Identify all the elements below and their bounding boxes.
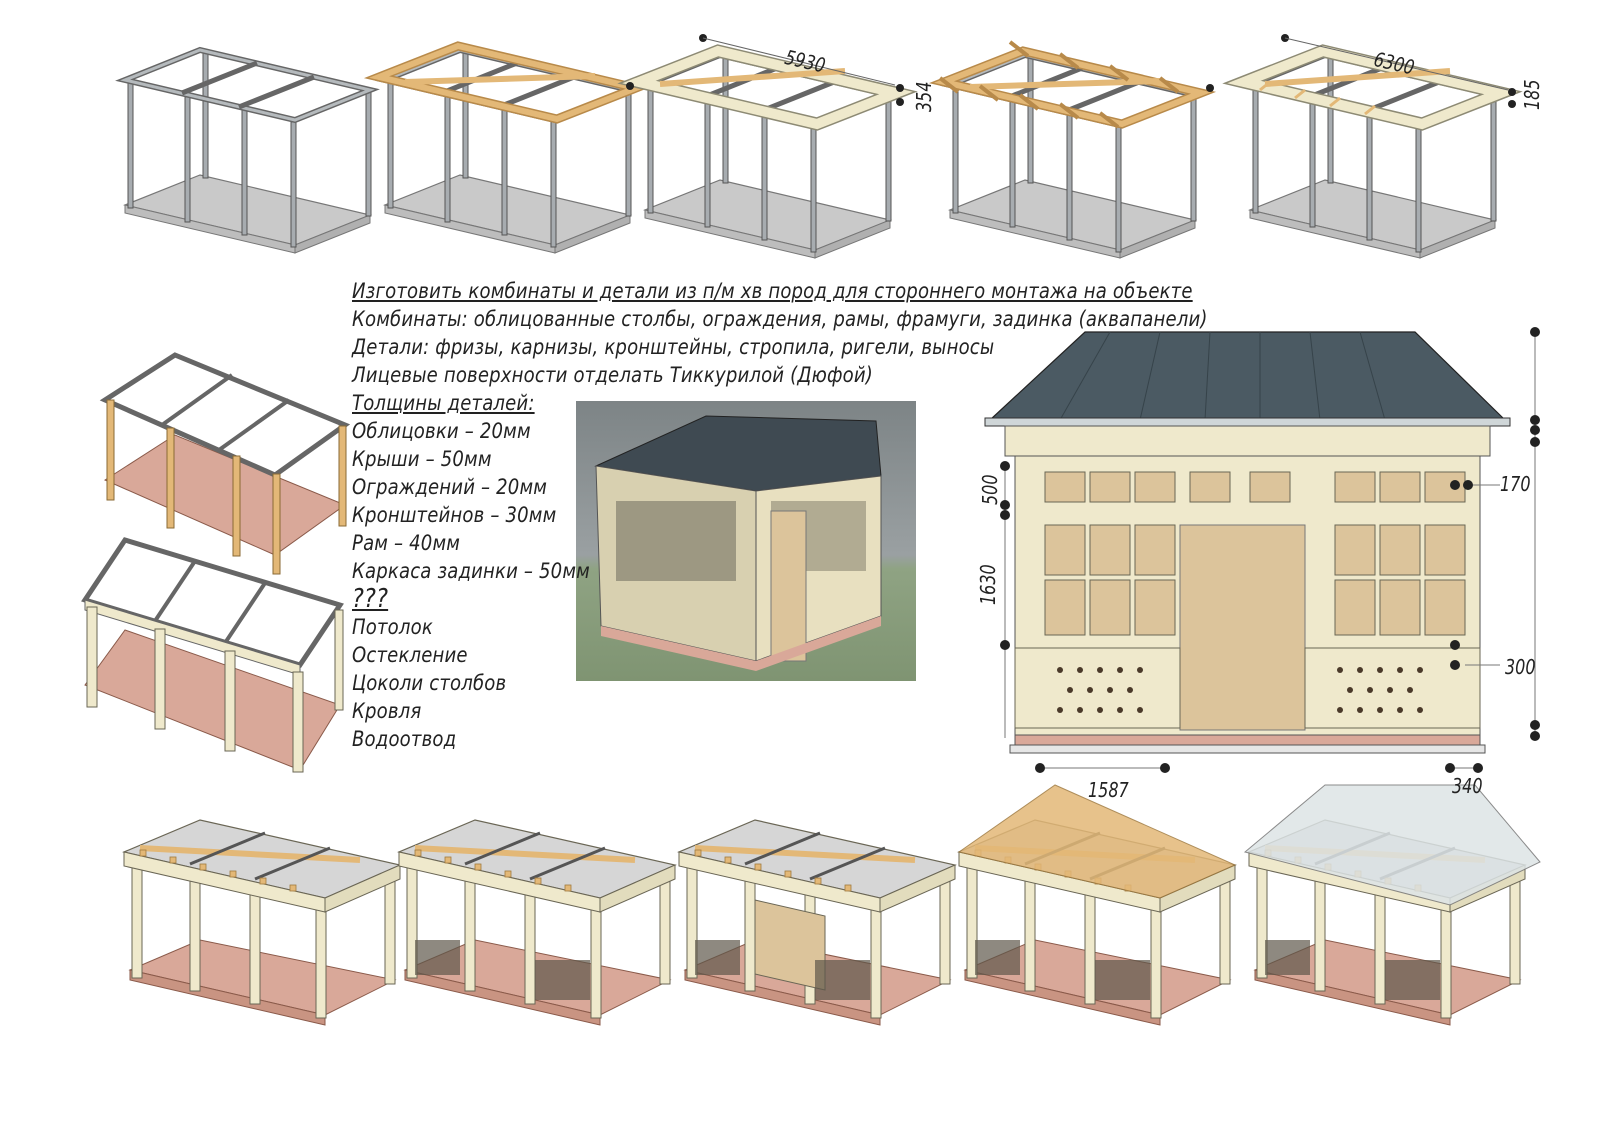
open-item: Остекление xyxy=(352,643,468,667)
dim-right-170: 170 xyxy=(1500,472,1531,496)
question-marks: ??? xyxy=(352,584,389,614)
dim-rail-300: 300 xyxy=(1505,655,1536,679)
open-item: Цоколи столбов xyxy=(352,671,507,695)
open-item: Потолок xyxy=(352,615,433,639)
open-item: Кровля xyxy=(352,699,422,723)
pavilion-step-3 xyxy=(679,820,955,1025)
thickness-item: Кронштейнов – 30мм xyxy=(352,503,557,527)
left-pavilion-b xyxy=(81,537,344,773)
pavilion-step-1 xyxy=(124,820,400,1025)
front-elevation xyxy=(984,327,1540,773)
thickness-item: Крыши – 50мм xyxy=(352,447,492,471)
dim-top-height-1: 354 xyxy=(912,81,936,112)
thickness-title: Толщины деталей: xyxy=(352,391,535,415)
dim-bottom-1587: 1587 xyxy=(1088,778,1129,802)
pavilion-step-5 xyxy=(1243,784,1541,1025)
frame-step-1 xyxy=(125,50,371,253)
pavilion-step-4 xyxy=(959,784,1235,1025)
frame-step-4 xyxy=(938,40,1201,258)
notes-heading: Изготовить комбинаты и детали из п/м хв … xyxy=(352,279,1193,303)
thickness-item: Каркаса задинки – 50мм xyxy=(352,559,590,583)
frame-step-3 xyxy=(626,34,904,258)
dim-top-height-2: 185 xyxy=(1520,79,1544,110)
thickness-item: Облицовки – 20мм xyxy=(352,419,531,443)
left-pavilion-a xyxy=(99,352,351,575)
open-item: Водоотвод xyxy=(352,727,457,751)
pavilion-step-2 xyxy=(399,820,675,1025)
dim-frieze-height: 500 xyxy=(978,474,1002,505)
frame-step-5 xyxy=(1206,34,1516,258)
notes-combinats: Комбинаты: облицованные столбы, огражден… xyxy=(352,307,1208,331)
notes-details: Детали: фризы, карнизы, кронштейны, стро… xyxy=(352,335,995,359)
dim-bottom-340: 340 xyxy=(1452,774,1483,798)
frame-step-2 xyxy=(379,46,636,253)
dim-window-height: 1630 xyxy=(976,564,1000,605)
thickness-item: Ограждений – 20мм xyxy=(352,475,548,499)
thickness-item: Рам – 40мм xyxy=(352,531,461,555)
render-preview xyxy=(576,401,916,681)
notes-finish: Лицевые поверхности отделать Тиккурилой … xyxy=(352,363,873,387)
notes-block: Изготовить комбинаты и детали из п/м хв … xyxy=(352,277,1208,753)
